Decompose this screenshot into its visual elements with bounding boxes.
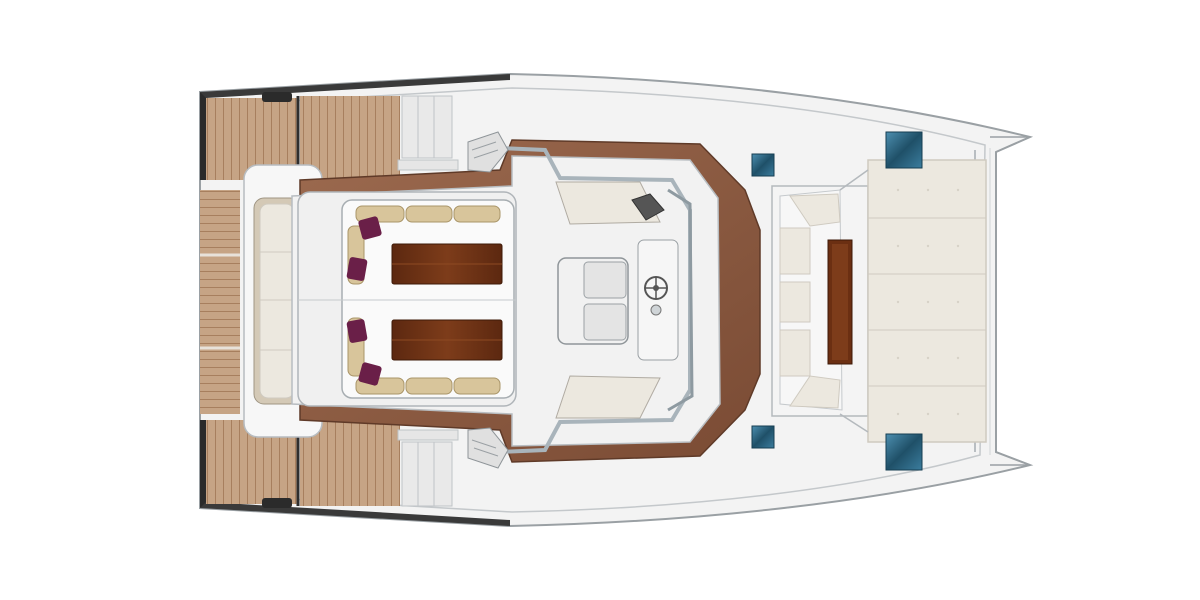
side-steps: [401, 95, 453, 507]
winch-icon: [467, 427, 509, 469]
flybridge-lounge: [297, 191, 517, 407]
hatch-icon: [885, 131, 923, 169]
helm-bench-starboard: [555, 375, 661, 419]
helm-station: [555, 181, 694, 419]
helm-console: [637, 239, 679, 361]
stern-edge-port: [200, 92, 206, 180]
winch-blocks: [397, 131, 509, 469]
forward-seat-cushion: [779, 227, 811, 275]
chair-icon: [583, 303, 627, 341]
helm-speaker: [631, 193, 665, 221]
wheel-icon: [644, 276, 668, 300]
winch-icon: [467, 131, 509, 173]
hatch-icon: [751, 153, 775, 177]
stern-cleat-starboard: [262, 498, 292, 508]
lounge-cushions-bottom: [355, 377, 501, 395]
hatch-icon: [751, 425, 775, 449]
hatch-icon: [885, 433, 923, 471]
aft-sofa-cushion: [259, 203, 295, 399]
teak-transom-step: [200, 190, 240, 414]
chair-icon: [583, 261, 627, 299]
stern-edge-starboard: [200, 420, 206, 508]
stern-cleat-port: [262, 92, 292, 102]
lounge-cushions-top: [355, 205, 501, 223]
sunpad: [867, 159, 987, 443]
windscreen: [667, 188, 694, 412]
teak-aft-deck-port: [300, 96, 400, 180]
foredeck: [771, 159, 987, 443]
bow-tips: [990, 136, 1031, 466]
purple-pillows: [346, 216, 382, 386]
helm-bench-port: [555, 181, 661, 225]
deck-hatches: [751, 131, 923, 471]
